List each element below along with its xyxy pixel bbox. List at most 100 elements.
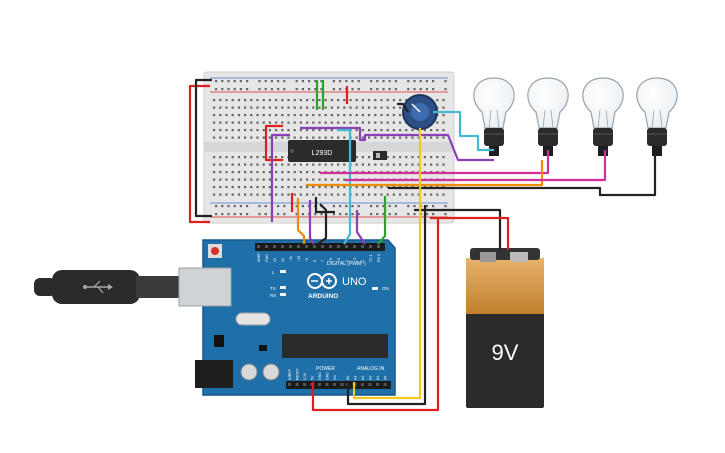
breadboard-hole[interactable] [337,186,340,189]
breadboard-hole[interactable] [330,193,333,196]
breadboard-hole[interactable] [262,178,265,181]
bulb-terminal[interactable] [598,146,608,156]
breadboard-hole[interactable] [411,163,414,166]
breadboard-hole[interactable] [330,99,333,102]
breadboard-rail-hole[interactable] [215,205,218,208]
breadboard-hole[interactable] [244,156,247,159]
breadboard-hole[interactable] [417,156,420,159]
breadboard-hole[interactable] [231,178,234,181]
breadboard-hole[interactable] [299,193,302,196]
breadboard-rail-hole[interactable] [345,213,348,216]
breadboard-hole[interactable] [250,136,253,139]
breadboard-hole[interactable] [349,99,352,102]
breadboard-rail-hole[interactable] [388,205,391,208]
breadboard-rail-hole[interactable] [339,213,342,216]
breadboard-hole[interactable] [436,193,439,196]
breadboard-hole[interactable] [337,193,340,196]
breadboard-hole[interactable] [231,106,234,109]
breadboard-hole[interactable] [442,136,445,139]
header-pin[interactable] [303,383,306,386]
breadboard-hole[interactable] [231,136,234,139]
breadboard-hole[interactable] [231,114,234,117]
breadboard-hole[interactable] [368,193,371,196]
breadboard-hole[interactable] [293,136,296,139]
breadboard-rail-hole[interactable] [394,88,397,91]
bulb-terminal[interactable] [652,146,662,156]
breadboard-hole[interactable] [281,156,284,159]
breadboard-hole[interactable] [343,163,346,166]
breadboard-hole[interactable] [306,114,309,117]
breadboard-rail-hole[interactable] [425,80,428,83]
header-pin[interactable] [337,245,340,248]
breadboard-hole[interactable] [361,186,364,189]
header-pin[interactable] [288,383,291,386]
breadboard-hole[interactable] [374,163,377,166]
breadboard-hole[interactable] [324,121,327,124]
breadboard-hole[interactable] [411,156,414,159]
breadboard-hole[interactable] [324,163,327,166]
breadboard-hole[interactable] [231,121,234,124]
breadboard-hole[interactable] [287,186,290,189]
breadboard-hole[interactable] [299,106,302,109]
breadboard-rail-hole[interactable] [407,80,410,83]
breadboard-hole[interactable] [299,114,302,117]
breadboard-hole[interactable] [268,156,271,159]
breadboard-hole[interactable] [244,178,247,181]
breadboard-hole[interactable] [312,114,315,117]
breadboard-hole[interactable] [361,106,364,109]
breadboard-hole[interactable] [268,163,271,166]
breadboard-hole[interactable] [399,99,402,102]
breadboard-hole[interactable] [281,114,284,117]
breadboard-hole[interactable] [256,114,259,117]
breadboard-hole[interactable] [219,121,222,124]
breadboard-hole[interactable] [399,121,402,124]
breadboard-hole[interactable] [268,129,271,132]
breadboard-hole[interactable] [405,129,408,132]
breadboard-hole[interactable] [275,129,278,132]
breadboard-hole[interactable] [275,106,278,109]
breadboard-hole[interactable] [281,171,284,174]
breadboard-hole[interactable] [225,163,228,166]
breadboard-hole[interactable] [306,178,309,181]
breadboard-hole[interactable] [355,99,358,102]
breadboard-hole[interactable] [411,136,414,139]
breadboard-hole[interactable] [213,114,216,117]
breadboard-rail-hole[interactable] [332,88,335,91]
breadboard-hole[interactable] [411,129,414,132]
breadboard-hole[interactable] [225,171,228,174]
breadboard-hole[interactable] [312,186,315,189]
breadboard-hole[interactable] [405,156,408,159]
breadboard-rail-hole[interactable] [351,80,354,83]
breadboard-hole[interactable] [281,186,284,189]
breadboard-hole[interactable] [268,121,271,124]
breadboard-hole[interactable] [244,121,247,124]
breadboard-rail-hole[interactable] [308,80,311,83]
breadboard-hole[interactable] [411,193,414,196]
breadboard-hole[interactable] [293,178,296,181]
breadboard-hole[interactable] [262,156,265,159]
breadboard-hole[interactable] [262,114,265,117]
breadboard-hole[interactable] [318,163,321,166]
breadboard-hole[interactable] [417,193,420,196]
breadboard-hole[interactable] [293,114,296,117]
breadboard-rail-hole[interactable] [432,80,435,83]
breadboard-rail-hole[interactable] [295,213,298,216]
breadboard-hole[interactable] [262,186,265,189]
breadboard-hole[interactable] [386,156,389,159]
breadboard-rail-hole[interactable] [357,88,360,91]
breadboard-hole[interactable] [250,193,253,196]
breadboard-rail-hole[interactable] [320,213,323,216]
header-pin[interactable] [257,245,260,248]
breadboard-rail-hole[interactable] [283,80,286,83]
breadboard-hole[interactable] [430,193,433,196]
breadboard-rail-hole[interactable] [351,213,354,216]
breadboard-hole[interactable] [330,136,333,139]
breadboard-rail-hole[interactable] [270,80,273,83]
breadboard-rail-hole[interactable] [382,205,385,208]
breadboard-rail-hole[interactable] [270,88,273,91]
breadboard-hole[interactable] [374,129,377,132]
breadboard-rail-hole[interactable] [233,205,236,208]
breadboard-hole[interactable] [275,163,278,166]
header-pin[interactable] [361,383,364,386]
breadboard-hole[interactable] [219,163,222,166]
